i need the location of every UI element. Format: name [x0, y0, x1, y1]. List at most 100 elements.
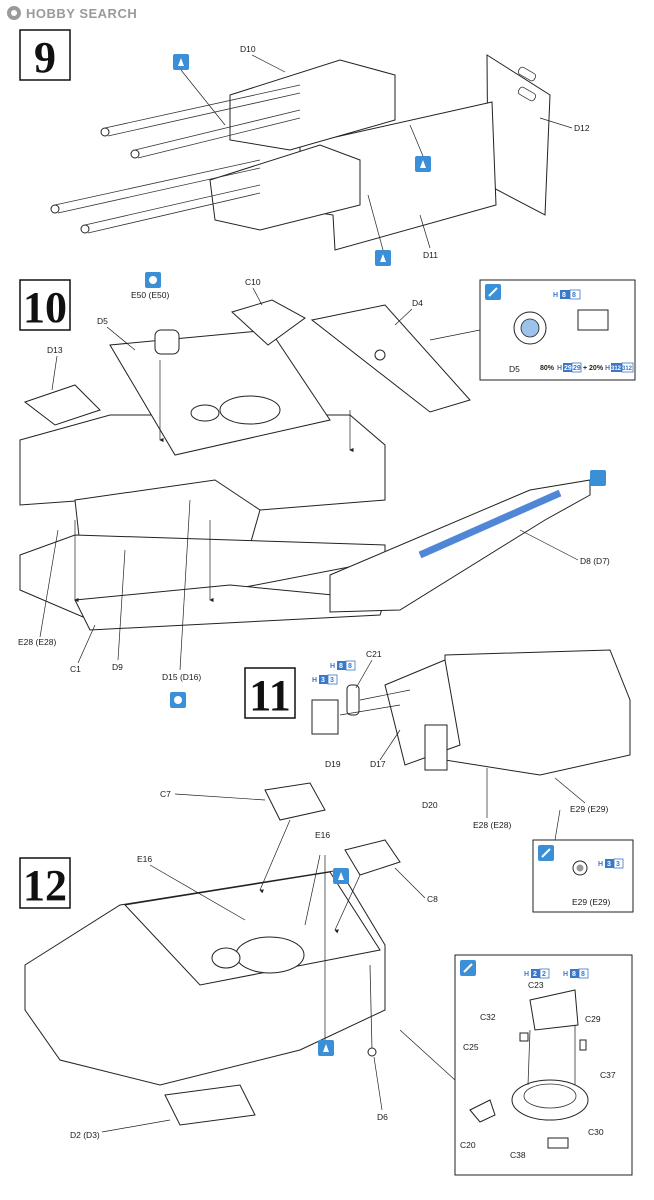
leader-e16a — [149, 864, 246, 921]
watermark-text: HOBBY SEARCH — [26, 5, 138, 21]
label-d9: D9 — [112, 662, 123, 672]
paint-code-box — [327, 674, 338, 685]
hatch — [190, 404, 220, 422]
leader-c1 — [77, 624, 96, 664]
paint-code-box — [571, 362, 582, 373]
leader-d10 — [251, 54, 286, 73]
mix-ratio: 80% — [540, 365, 555, 372]
leader-c10 — [252, 287, 263, 306]
step-12-inset — [454, 954, 633, 1176]
paint-code: 2 — [542, 971, 546, 978]
paint-code-box — [569, 289, 581, 300]
paint-code-box — [563, 363, 572, 372]
paint-code: 312 — [622, 366, 633, 372]
leader-c7 — [174, 793, 266, 801]
d8-paint-stripe — [418, 489, 562, 559]
paint-code-h: H — [330, 663, 335, 670]
machine-guns — [50, 59, 396, 234]
inset-label-c23: C23 — [528, 980, 544, 990]
part-c10 — [231, 299, 306, 346]
tool-icon — [538, 845, 554, 861]
paint-code: 2 — [533, 971, 537, 978]
part-d19 — [311, 699, 339, 735]
paint-code-box — [613, 858, 624, 869]
inset-label-e29: E29 (E29) — [572, 897, 610, 907]
paint-code: 8 — [339, 663, 343, 670]
part-c7 — [264, 782, 326, 821]
inset-part-c20 — [469, 1099, 496, 1123]
leader-d8 — [519, 529, 579, 561]
label-d6: D6 — [377, 1112, 388, 1122]
paint-code: 3 — [330, 677, 334, 684]
step-12-number: 12 — [23, 861, 67, 910]
inset-ring-inner — [523, 1083, 577, 1109]
part-d8 — [329, 479, 591, 613]
paint-code: 3 — [616, 861, 620, 868]
paint-code: 3 — [607, 861, 611, 868]
muzzle — [100, 127, 110, 137]
e16-leaders — [304, 854, 326, 1040]
arrow — [334, 874, 361, 934]
leader-d4 — [394, 308, 413, 326]
label-c7: C7 — [160, 789, 171, 799]
d4-hole — [374, 349, 386, 361]
part-d12 — [486, 54, 551, 216]
paint-code-box — [531, 969, 540, 978]
paint-code: 29 — [564, 365, 572, 372]
d12-slot — [517, 66, 537, 82]
glue-icon — [375, 250, 391, 266]
gun-barrels-upper — [104, 84, 301, 159]
hobby-search-logo-icon — [7, 6, 21, 20]
inset-label-c37: C37 — [600, 1070, 616, 1080]
paint-code: 8 — [348, 663, 352, 670]
leader-d11 — [419, 214, 431, 249]
d12-slot — [517, 86, 537, 102]
inset-leader — [399, 1029, 456, 1081]
label-c1: C1 — [70, 664, 81, 674]
paint-code-box — [578, 968, 589, 979]
part-d13 — [23, 384, 101, 426]
label-c10: C10 — [245, 277, 261, 287]
step-12: 12 C7 E16 E16 — [19, 782, 633, 1176]
label-d20: D20 — [422, 800, 438, 810]
inset-d5-paint — [520, 318, 540, 338]
label-c8: C8 — [427, 894, 438, 904]
paint-code-h: H — [598, 861, 603, 868]
part-d6-antenna — [369, 964, 373, 1051]
paint-code: 29 — [573, 365, 581, 372]
step-10: 10 — [18, 272, 636, 708]
label-d15: D15 (D16) — [162, 672, 201, 682]
label-e28: E28 (E28) — [473, 820, 511, 830]
leader-e28 — [39, 529, 59, 638]
inset-part-c32 — [519, 1032, 529, 1042]
inset-part-c38 — [547, 1137, 569, 1149]
paint-code: 8 — [581, 971, 585, 978]
inset-label-c32: C32 — [480, 1012, 496, 1022]
leader-d5 — [106, 326, 136, 351]
paint-code-box — [621, 362, 634, 373]
arrow — [259, 819, 291, 894]
leader-d15 — [179, 499, 191, 671]
step-9-number: 9 — [34, 33, 56, 82]
glue-icon — [415, 156, 431, 172]
label-e16a: E16 — [137, 854, 152, 864]
part-c21 — [346, 684, 360, 716]
glue-icon — [173, 54, 189, 70]
label-d5: D5 — [97, 316, 108, 326]
gun-body-upper — [229, 59, 396, 151]
part-c8 — [344, 839, 401, 876]
mix-ratio: + 20% — [583, 365, 604, 372]
muzzle — [130, 149, 140, 159]
paint-code-box — [611, 363, 622, 372]
step-12-box — [19, 857, 71, 909]
gun-body-lower — [209, 144, 361, 231]
label-d13: D13 — [47, 345, 63, 355]
part-d2 — [164, 1084, 256, 1126]
inset-label-d5: D5 — [509, 364, 520, 374]
leader-d17 — [379, 729, 401, 761]
inset-part-c29 — [579, 1039, 587, 1051]
hull-deck — [123, 871, 381, 986]
part-d5 — [109, 329, 331, 456]
